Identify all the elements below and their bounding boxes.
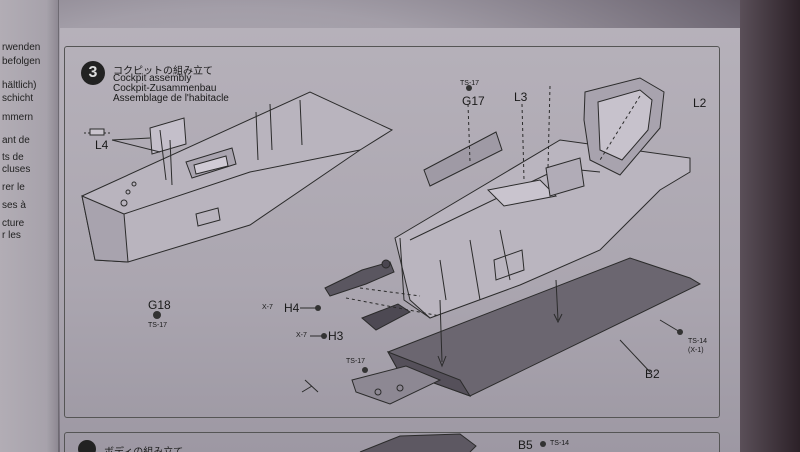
label-b5-paint: TS-14 — [550, 440, 570, 447]
background-shadow — [740, 0, 800, 452]
next-step-title-jp: ボディの組み立て — [104, 443, 183, 452]
label-l3: L3 — [514, 90, 528, 104]
prev-text-line: ses à — [2, 200, 26, 211]
label-h4: H4 — [284, 301, 300, 315]
prev-text-line: ts de — [2, 152, 24, 163]
label-b2-paint-b: (X-1) — [688, 347, 704, 354]
label-b5: B5 — [518, 438, 533, 452]
part-g18 — [81, 91, 394, 263]
prev-text-line: hältlich) — [2, 80, 37, 91]
label-ts17-lower: TS-17 — [346, 358, 366, 365]
lower-part — [351, 365, 442, 405]
prev-text-line: r les — [2, 230, 21, 241]
prev-text-line: mmern — [2, 112, 34, 123]
label-g17-sprue: TS-17 — [460, 80, 480, 87]
prev-text-line: ant de — [2, 135, 30, 146]
prev-text-line: rer le — [2, 182, 25, 193]
step-title-fr: Assemblage de l'habitacle — [113, 93, 229, 104]
label-g18: G18 — [148, 298, 171, 312]
step-frame — [64, 46, 720, 418]
previous-page-edge: rwenden befolgen hältlich) schicht mmern… — [0, 0, 59, 452]
part-h3 — [361, 303, 411, 331]
part-h4 — [324, 261, 395, 297]
part-l3-panel — [486, 179, 558, 207]
prev-text-line: cture — [2, 218, 25, 229]
step-title-en: Cockpit assembly — [113, 73, 192, 84]
label-h3-paint: X-7 — [296, 332, 307, 339]
step-title-jp: コクピットの組み立て — [113, 66, 213, 77]
step-number-badge: 3 — [81, 61, 105, 85]
label-l4: L4 — [95, 138, 109, 152]
prev-text-line: cluses — [2, 164, 31, 175]
next-step-badge — [78, 440, 96, 452]
next-step-frame — [64, 432, 720, 452]
prev-text-line: schicht — [2, 93, 34, 104]
label-g17: G17 — [462, 94, 485, 108]
label-b2-paint-a: TS-14 — [688, 338, 708, 345]
part-l4-panel — [149, 117, 187, 155]
prev-text-line: rwenden — [2, 42, 41, 53]
part-g17-panel — [423, 131, 503, 187]
step-title-de: Cockpit-Zusammenbau — [113, 83, 217, 94]
label-l2: L2 — [693, 96, 707, 110]
label-h4-paint: X-7 — [262, 304, 273, 311]
label-h3: H3 — [328, 329, 344, 343]
prev-text-line: befolgen — [2, 56, 41, 67]
label-b2: B2 — [645, 367, 660, 381]
label-g18-sprue: TS-17 — [148, 322, 168, 329]
